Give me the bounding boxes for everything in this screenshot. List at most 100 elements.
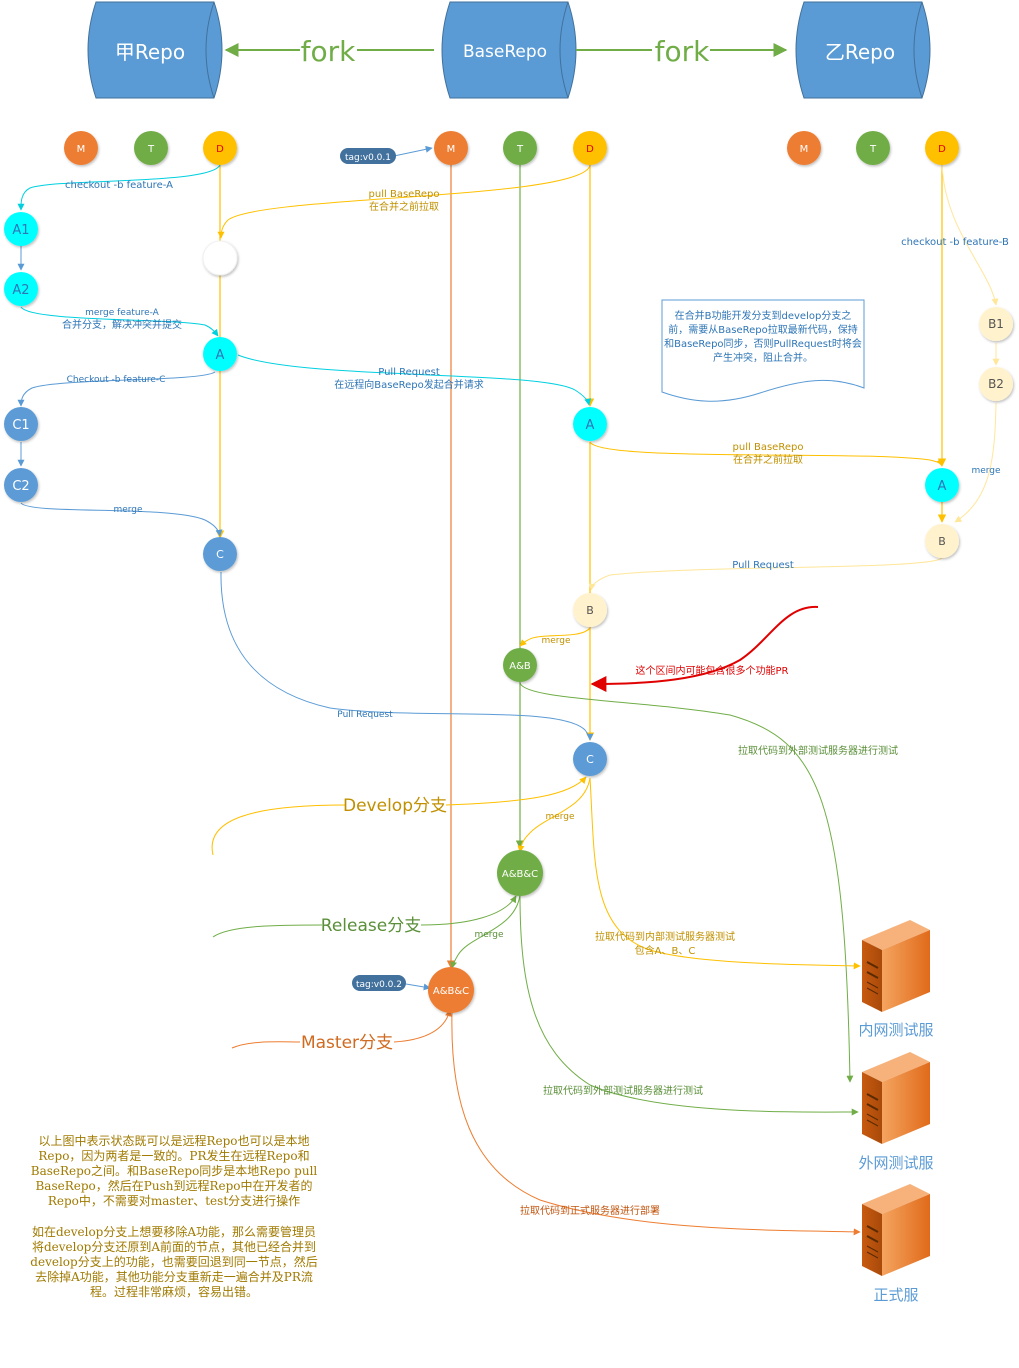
- edge-merge-c-label: merge: [113, 505, 143, 515]
- base-test-letter: T: [516, 144, 524, 155]
- repo-base: BaseRepo: [441, 1, 577, 99]
- edge-merge-abc: [517, 777, 591, 853]
- repo-jia: 甲Repo: [87, 1, 223, 99]
- node-b2-label: B2: [988, 377, 1004, 391]
- server-production-label: 正式服: [873, 1286, 918, 1304]
- node-a2: [4, 272, 38, 306]
- edge-merge-abc-label: merge: [545, 812, 575, 822]
- note-line-1: 在合并B功能开发分支到develop分支之: [675, 309, 852, 322]
- node-ab: [503, 648, 537, 682]
- edge-pull-base-2: [589, 441, 944, 467]
- jia-master-circle: [64, 131, 98, 165]
- edge-pull-base-2-label: pull BaseRepo: [733, 442, 804, 453]
- node-yi-b: [925, 524, 959, 558]
- node-base-b: [573, 593, 607, 627]
- release-branch-label: Release分支: [321, 916, 421, 936]
- notes-paragraph-1: 以上图中表示状态既可以是远程Repo也可以是本地Repo，因为两者是一致的。PR…: [30, 1134, 318, 1208]
- base-master-letter: M: [447, 144, 456, 155]
- repo-yi: 乙Repo: [795, 1, 931, 99]
- edge-merge-c: [20, 502, 223, 537]
- repo-yi-label: 乙Repo: [825, 40, 895, 64]
- tag-v002-arrow: [405, 983, 431, 991]
- edge-pull-base-2-sub: 在合并之前拉取: [733, 453, 803, 466]
- node-a-label: A: [216, 348, 225, 363]
- edge-checkout-b-label: checkout -b feature-B: [901, 237, 1009, 248]
- edge-merge-feature-a: [20, 306, 219, 337]
- node-c: [203, 537, 237, 571]
- node-base-a-label: A: [586, 418, 595, 433]
- develop-branch-curve: [211, 777, 586, 856]
- edge-pull-base-1-label: pull BaseRepo: [369, 189, 440, 200]
- tag-v002: [352, 975, 406, 991]
- yi-test-letter: T: [869, 144, 877, 155]
- note-line-3: 和BaseRepo同步，否则PullRequest时将会: [664, 337, 862, 350]
- note-line-4: 产生冲突，阻止合并。: [713, 351, 813, 364]
- jia-test-letter: T: [147, 144, 155, 155]
- node-b1: [979, 307, 1013, 341]
- callout-text: 这个区间内可能包含很多个功能PR: [636, 664, 789, 677]
- fork-label-right: fork: [655, 35, 711, 68]
- notes-paragraph-2: 如在develop分支上想要移除A功能，那么需要管理员将develop分支还原到…: [30, 1225, 318, 1299]
- edge-pr-yi-label: Pull Request: [732, 560, 794, 571]
- edge-pull-int-label: 拉取代码到内部测试服务器测试: [595, 930, 735, 943]
- node-sync-empty: [202, 240, 238, 276]
- server-internal-icon: [862, 920, 930, 1012]
- node-a1-label: A1: [12, 223, 29, 238]
- note-box: 在合并B功能开发分支到develop分支之 前，需要从BaseRepo拉取最新代…: [661, 299, 865, 402]
- tag-v001: [340, 148, 396, 164]
- edge-pull-prod: [451, 1011, 861, 1236]
- server-external-label: 外网测试服: [858, 1154, 933, 1172]
- server-internal-label: 内网测试服: [858, 1021, 933, 1039]
- node-b1-label: B1: [988, 317, 1004, 331]
- base-master-circle: [434, 131, 468, 165]
- node-c2: [4, 468, 38, 502]
- jia-develop-circle: [203, 131, 237, 165]
- node-yi-a: [925, 468, 959, 502]
- edge-checkout-c-label: Checkout -b feature-C: [67, 375, 166, 385]
- edge-pull-base-1: [217, 164, 591, 239]
- yi-develop-circle: [925, 131, 959, 165]
- node-a: [203, 337, 237, 371]
- note-line-2: 前，需要从BaseRepo拉取最新代码，保持: [668, 323, 857, 336]
- node-ab-label: A&B: [509, 661, 531, 672]
- edge-merge-feature-a-label: merge feature-A: [85, 308, 160, 318]
- yi-master-circle: [787, 131, 821, 165]
- yi-develop-letter: D: [938, 144, 946, 155]
- develop-branch-label: Develop分支: [343, 796, 447, 816]
- node-c2-label: C2: [12, 479, 29, 494]
- node-abc-master: [428, 967, 474, 1013]
- edge-merge-ab-label: merge: [541, 636, 571, 646]
- node-a2-label: A2: [12, 283, 29, 298]
- yi-test-circle: [856, 131, 890, 165]
- node-c1-label: C1: [12, 418, 29, 433]
- edge-pull-int: [589, 777, 861, 970]
- tag-v002-label: tag:v0.0.2: [356, 980, 402, 990]
- jia-test-circle: [134, 131, 168, 165]
- edge-merge-yi: [954, 402, 997, 523]
- node-base-a: [573, 407, 607, 441]
- yi-master-letter: M: [800, 144, 809, 155]
- node-abc-test: [497, 850, 543, 896]
- fork-label-left: fork: [301, 35, 357, 68]
- master-branch-label: Master分支: [301, 1033, 393, 1053]
- node-yi-b-label: B: [938, 535, 946, 548]
- node-base-c: [573, 742, 607, 776]
- repo-base-label: BaseRepo: [463, 42, 547, 62]
- edge-checkout-a: [17, 164, 221, 211]
- edge-pull-ext-2: [519, 894, 859, 1116]
- edge-merge-ab: [519, 627, 591, 647]
- jia-master-letter: M: [77, 144, 86, 155]
- edge-pull-int-sub: 包含A、B、C: [635, 944, 696, 957]
- edge-merge-feature-a-sub: 合并分支，解决冲突并提交: [62, 318, 182, 331]
- base-test-circle: [503, 131, 537, 165]
- edge-merge-master: [450, 894, 521, 969]
- notes-block: 以上图中表示状态既可以是远程Repo也可以是本地Repo，因为两者是一致的。PR…: [26, 1134, 322, 1316]
- node-abc-master-label: A&B&C: [433, 986, 469, 997]
- tag-v001-arrow: [393, 145, 433, 157]
- edge-pr-c-label: Pull Request: [337, 710, 393, 720]
- tag-v001-label: tag:v0.0.1: [345, 153, 391, 163]
- edge-pull-ext-2-label: 拉取代码到外部测试服务器进行测试: [543, 1084, 703, 1097]
- edge-pr-c: [220, 571, 594, 741]
- node-c1: [4, 407, 38, 441]
- server-external-icon: [862, 1052, 930, 1144]
